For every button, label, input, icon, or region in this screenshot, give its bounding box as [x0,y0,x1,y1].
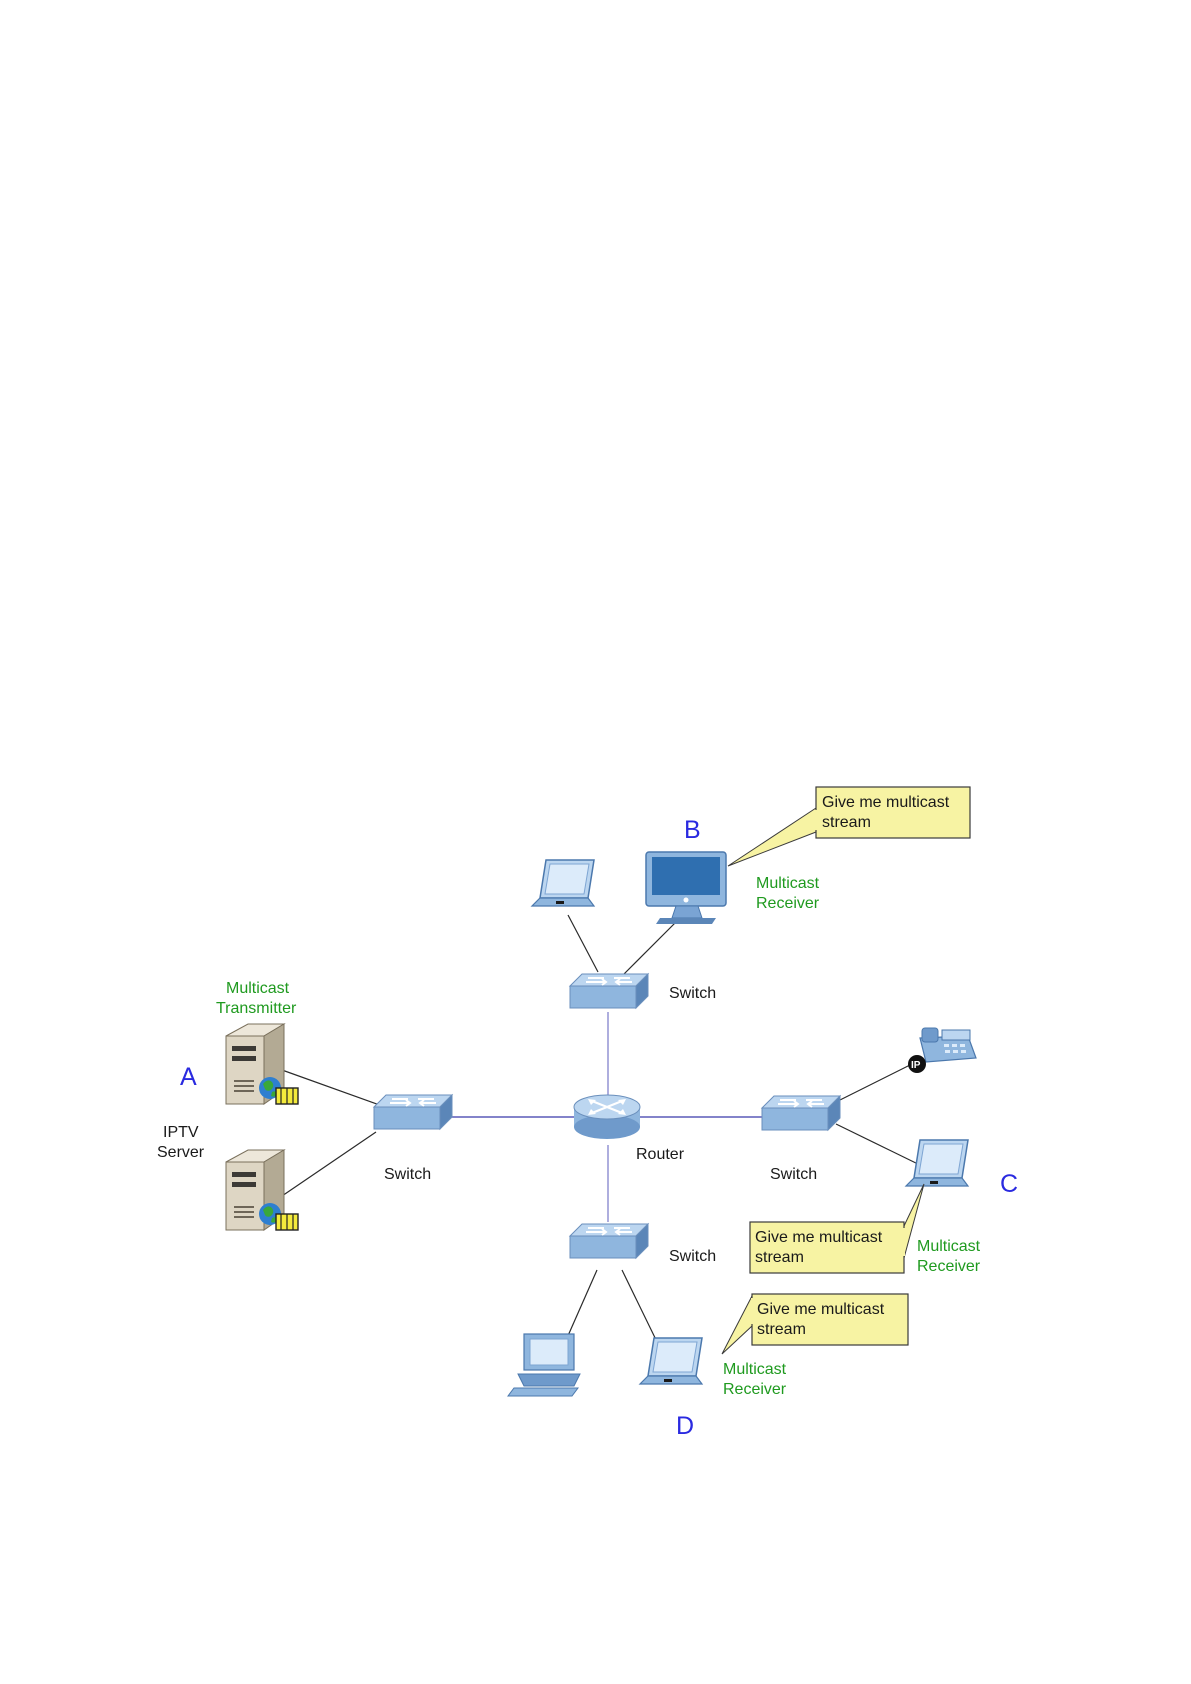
label-switch-top: Switch [669,985,716,1002]
laptop-icon-d [640,1338,702,1384]
callout-b: Give me multicast stream [728,787,970,866]
link-switch-laptop-d [622,1270,660,1348]
letter-b: B [684,816,701,844]
link-monitor-b-switch [624,922,676,974]
label-router: Router [636,1146,685,1163]
desktop-pc-icon [508,1334,580,1396]
switch-icon-left [374,1095,452,1129]
label-iptv-line1: IPTV [163,1124,199,1141]
callout-d: Give me multicast stream [722,1294,908,1354]
ip-phone-icon: IP [908,1028,976,1073]
link-laptop-top-switch [568,915,598,972]
link-switch-phone [836,1064,912,1102]
laptop-icon-top [532,860,594,906]
switch-icon-right [762,1096,840,1130]
label-iptv-line2: Server [157,1144,205,1161]
letter-a: A [180,1063,197,1091]
desktop-monitor-icon [646,852,726,924]
link-server-2-switch [282,1132,376,1196]
letter-d: D [676,1412,694,1440]
letter-c: C [1000,1170,1018,1198]
callout-d-line1: Give me multicast [757,1301,885,1318]
label-switch-right: Switch [770,1166,817,1183]
label-transmitter-line1: Multicast [226,980,290,997]
label-receiver-c-line2: Receiver [917,1258,981,1275]
label-receiver-b-line2: Receiver [756,895,820,912]
server-icon-a [226,1024,298,1104]
label-receiver-b-line1: Multicast [756,875,820,892]
callout-c-line2: stream [755,1249,804,1266]
server-icon-2 [226,1150,298,1230]
callout-d-line2: stream [757,1321,806,1338]
label-receiver-d-line1: Multicast [723,1361,787,1378]
label-switch-left: Switch [384,1166,431,1183]
link-switch-laptop-c [836,1124,922,1166]
link-switch-pc-bottom [567,1270,597,1338]
label-receiver-c-line1: Multicast [917,1238,981,1255]
switch-icon-bottom [570,1224,648,1258]
switch-icon-top [570,974,648,1008]
callout-b-line2: stream [822,814,871,831]
svg-text:IP: IP [911,1060,921,1071]
label-transmitter-line2: Transmitter [216,1000,297,1017]
label-receiver-d-line2: Receiver [723,1381,787,1398]
callout-c: Give me multicast stream [750,1184,924,1273]
callout-b-line1: Give me multicast [822,794,950,811]
router-icon [574,1095,640,1139]
callout-c-line1: Give me multicast [755,1229,883,1246]
label-switch-bottom: Switch [669,1248,716,1265]
